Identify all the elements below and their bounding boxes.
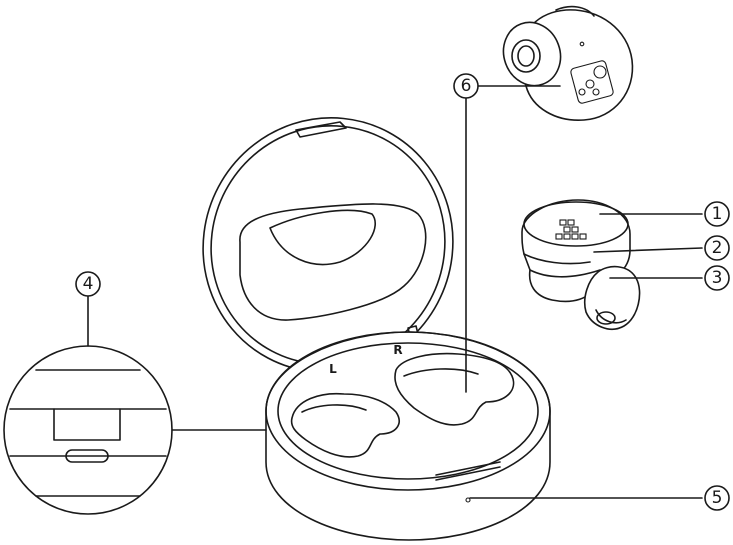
callout-2: 2: [705, 236, 729, 260]
callout-1: 1: [705, 202, 729, 226]
callout-4-label: 4: [83, 274, 94, 294]
callout-3: 3: [705, 266, 729, 290]
callout-2-label: 2: [712, 238, 723, 258]
left-mark: L: [329, 362, 337, 376]
earbud-rear: [495, 7, 633, 121]
callout-6-label: 6: [461, 76, 472, 96]
callout-4: 4: [76, 272, 100, 296]
callout-6: 6: [454, 74, 478, 98]
case-base: L R: [266, 332, 550, 540]
callout-5-label: 5: [712, 488, 723, 508]
callout-3-label: 3: [712, 268, 723, 288]
callout-1-label: 1: [712, 204, 723, 224]
right-mark: R: [393, 343, 402, 357]
usb-c-detail: [4, 346, 266, 514]
earbud-front: [522, 200, 640, 329]
callout-5: 5: [705, 486, 729, 510]
